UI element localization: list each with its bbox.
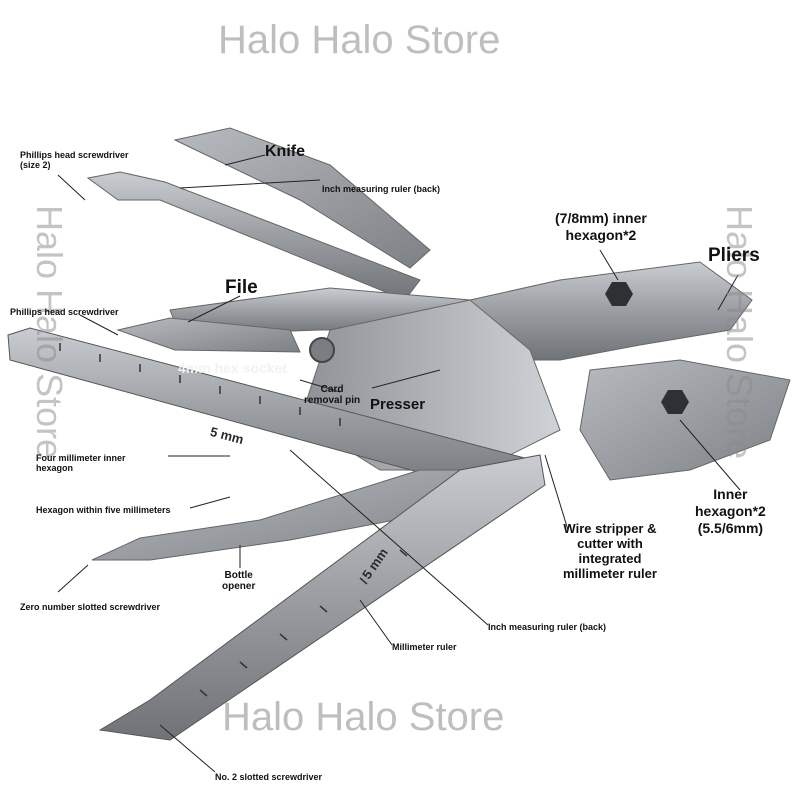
label-hex-five-mm: Hexagon within five millimeters [36, 505, 171, 515]
label-hex-socket: 4mm hex socket [178, 360, 287, 376]
label-mm-ruler: Millimeter ruler [392, 642, 457, 652]
label-presser: Presser [370, 396, 426, 413]
phillips-arm [116, 317, 301, 353]
watermark-top: Halo Halo Store [218, 18, 501, 62]
leader-lines [57, 154, 741, 773]
label-no2-slotted: No. 2 slotted screwdriver [215, 772, 323, 782]
mm-ruler-handle-lower [98, 454, 546, 741]
label-inch-ruler-bottom: Inch measuring ruler (back) [488, 622, 607, 632]
label-knife: Knife [265, 143, 305, 160]
label-bottle-opener: Bottle opener [222, 570, 256, 592]
label-card-pin: Card removal pin [304, 384, 361, 406]
hex-hole-lower [661, 390, 689, 414]
label-inch-ruler-top: Inch measuring ruler (back) [322, 184, 441, 194]
ruler-ticks-upper [59, 343, 341, 426]
pliers-lower-jaw [579, 359, 791, 481]
label-inner-hex-556: Inner hexagon*2 (5.5/6mm) [695, 486, 766, 536]
label-phillips-size2: Phillips head screwdriver (size 2) [20, 150, 129, 170]
label-wire-stripper: Wire stripper & cutter with integrated m… [563, 521, 657, 581]
label-phillips: Phillips head screwdriver [10, 307, 119, 317]
label-zero-slotted: Zero number slotted screwdriver [20, 602, 161, 612]
watermark-left: Halo Halo Store [29, 205, 70, 460]
ruler-ticks-lower [199, 549, 408, 697]
pivot-screw [309, 337, 335, 363]
watermark-right: Halo Halo Store [719, 205, 760, 460]
label-pliers: Pliers [708, 245, 760, 266]
label-file: File [225, 277, 258, 298]
knife-blade [173, 127, 431, 269]
watermark-bottom: Halo Halo Store [222, 695, 505, 739]
label-four-mm-hex: Four millimeter inner hexagon [36, 453, 126, 473]
hex-hole-upper [605, 282, 633, 306]
label-inner-hex-78: (7/8mm) inner hexagon*2 [555, 210, 647, 243]
phillips-size2-arm [86, 171, 421, 301]
